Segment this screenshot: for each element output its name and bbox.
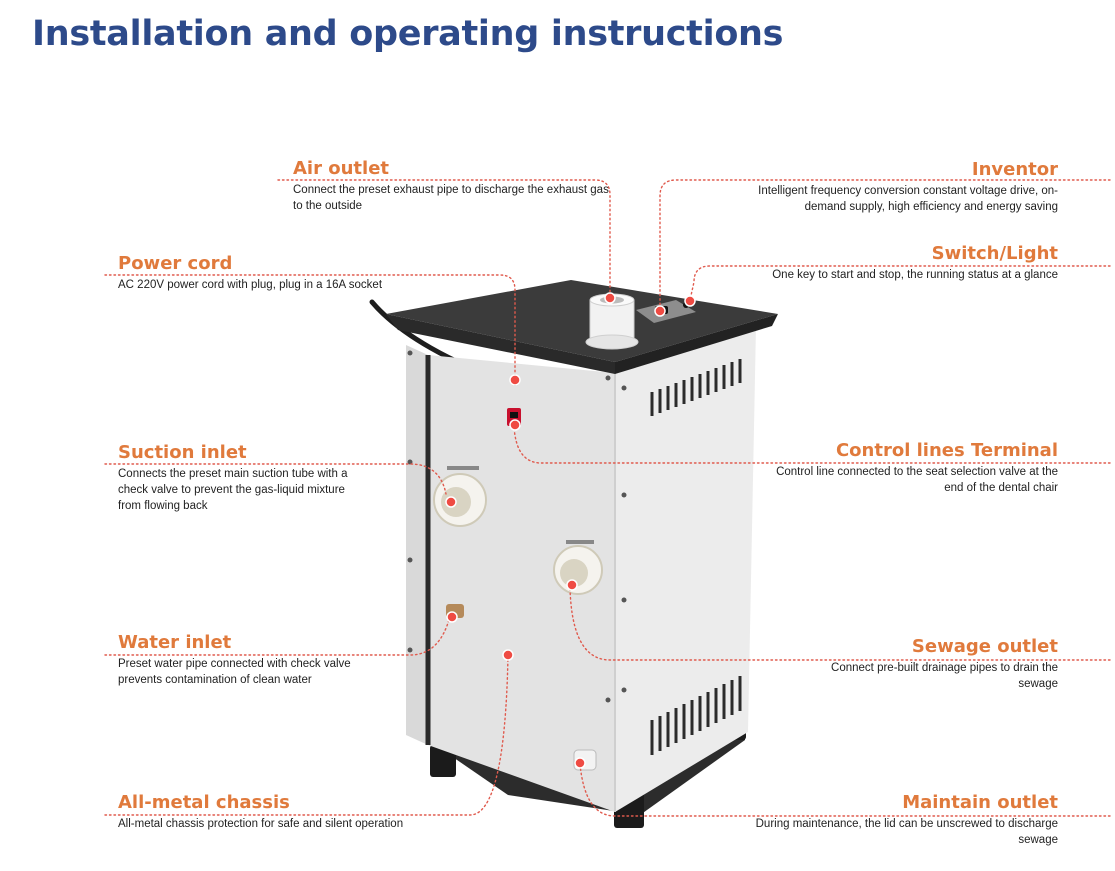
callout-switch-light: Switch/Light One key to start and stop, … [738,243,1058,283]
sewage-outlet-heading: Sewage outlet [911,636,1058,657]
vacuum-machine [369,280,778,828]
callout-suction-inlet: Suction inlet Connects the preset main s… [118,442,368,514]
page-title: Installation and operating instructions [32,14,784,54]
air-outlet-heading: Air outlet [293,158,390,179]
inventor-heading: Inventor [971,159,1058,180]
chassis-heading: All-metal chassis [118,792,290,813]
power-cord-heading: Power cord [118,253,233,274]
maintain-outlet-heading: Maintain outlet [902,792,1058,813]
sewage-outlet-desc: Connect pre-built drainage pipes to drai… [831,662,1058,690]
callout-chassis: All-metal chassis All-metal chassis prot… [118,792,438,832]
callout-inventor: Inventor Intelligent frequency conversio… [740,159,1058,215]
callout-air-outlet: Air outlet Connect the preset exhaust pi… [293,158,613,214]
inventor-desc: Intelligent frequency conversion constan… [758,185,1058,213]
callout-control-lines: Control lines Terminal Control line conn… [768,440,1058,496]
switch-light-heading: Switch/Light [931,243,1058,264]
air-outlet-desc: Connect the preset exhaust pipe to disch… [293,184,609,212]
chassis-desc: All-metal chassis protection for safe an… [118,818,404,830]
callout-power-cord: Power cord AC 220V power cord with plug,… [118,253,418,293]
callout-water-inlet: Water inlet Preset water pipe connected … [118,632,378,688]
callout-maintain-outlet: Maintain outlet During maintenance, the … [738,792,1058,848]
water-inlet-desc: Preset water pipe connected with check v… [118,658,351,686]
power-cord-desc: AC 220V power cord with plug, plug in a … [118,279,383,291]
switch-light-desc: One key to start and stop, the running s… [772,269,1058,281]
suction-inlet-heading: Suction inlet [118,442,247,463]
control-lines-heading: Control lines Terminal [835,440,1058,461]
water-inlet-heading: Water inlet [118,632,232,653]
maintain-outlet-desc: During maintenance, the lid can be unscr… [755,818,1058,846]
callout-sewage-outlet: Sewage outlet Connect pre-built drainage… [808,636,1058,692]
control-lines-desc: Control line connected to the seat selec… [776,466,1058,494]
suction-inlet-desc: Connects the preset main suction tube wi… [118,468,348,512]
